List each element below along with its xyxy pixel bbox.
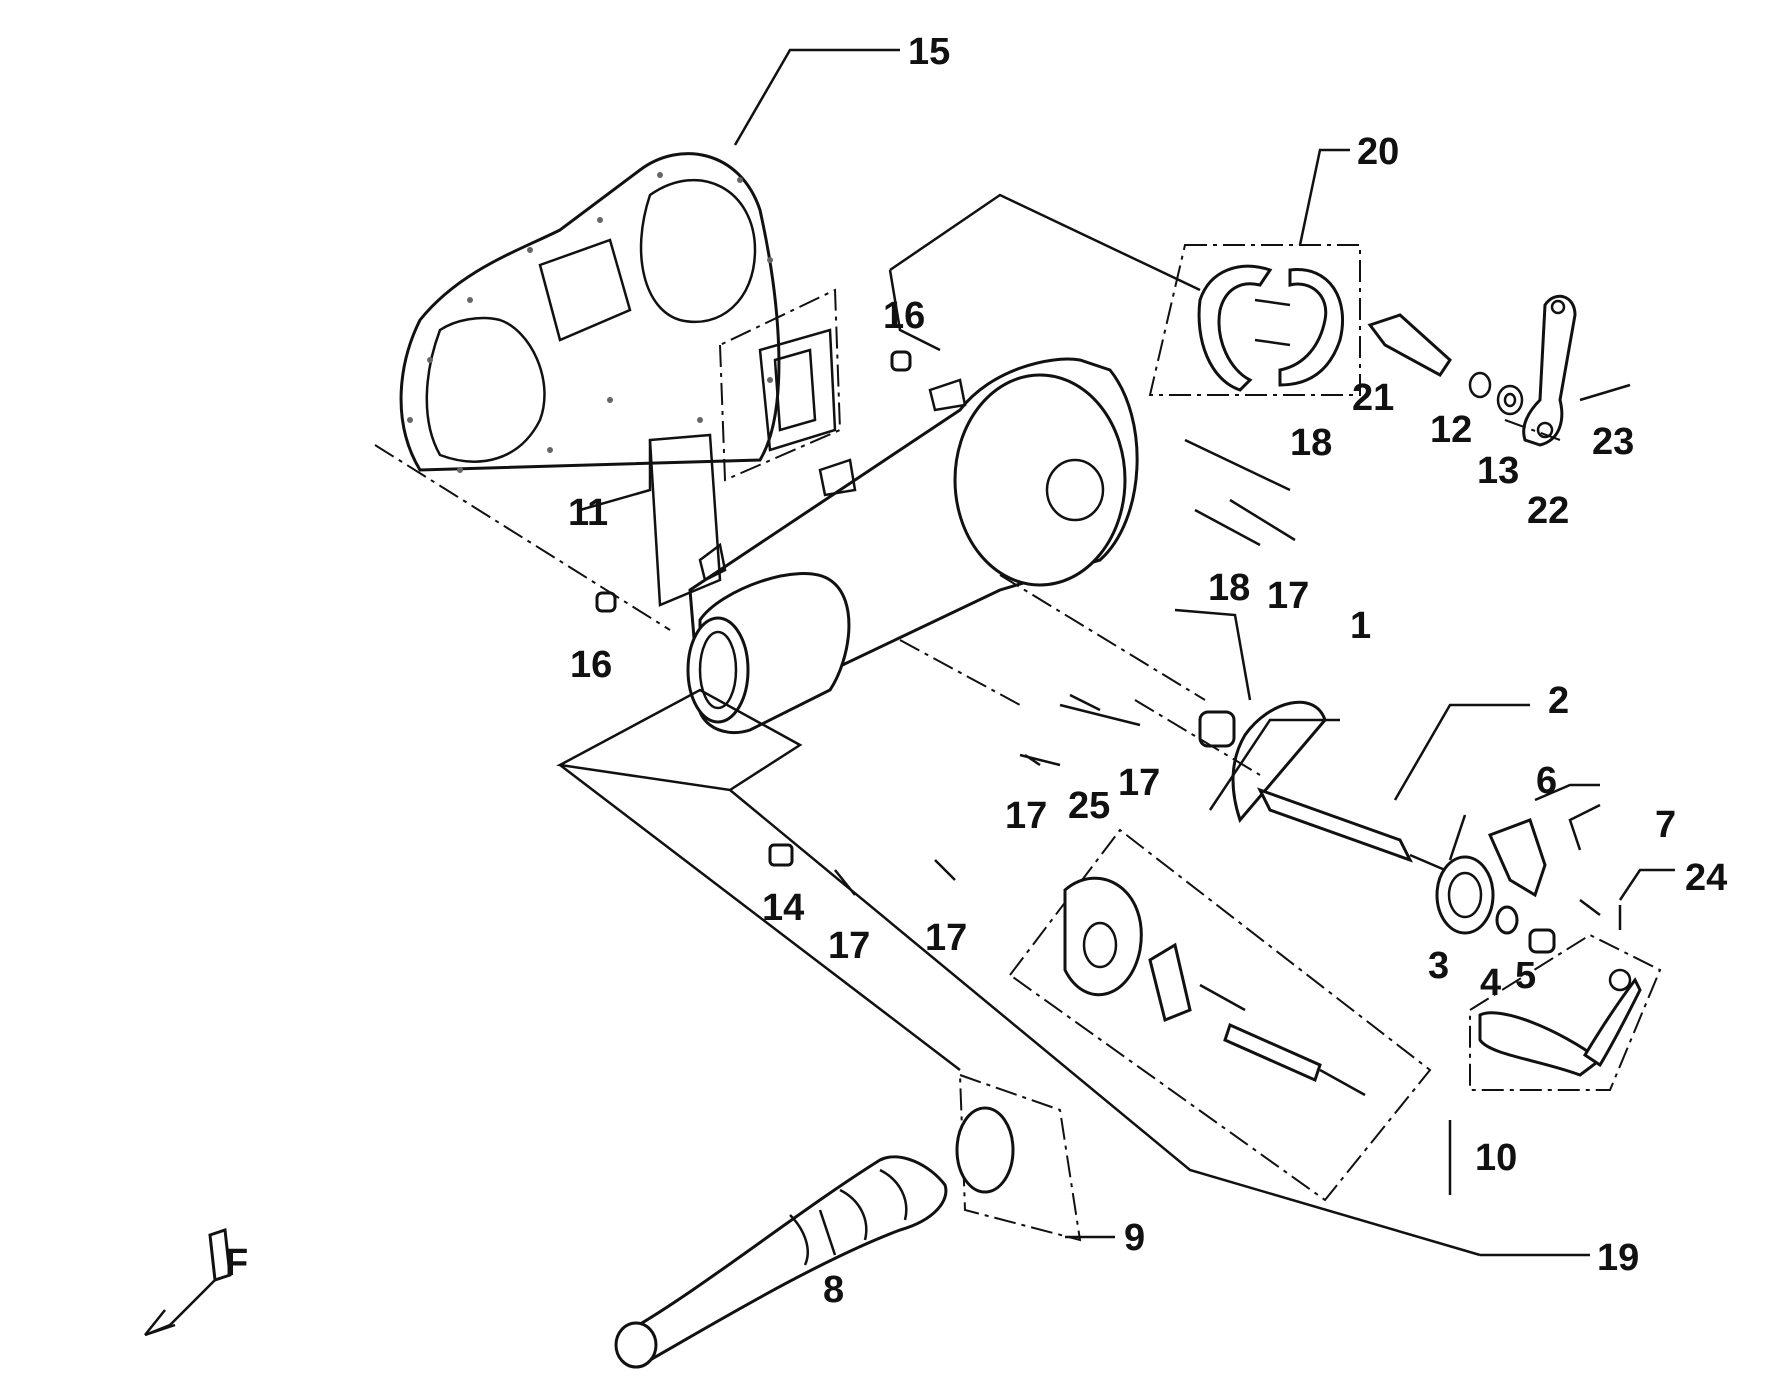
callout-2: 2: [1548, 680, 1569, 722]
return-spring-part: [1435, 814, 1556, 954]
callout-15: 15: [908, 31, 950, 73]
callout-13: 13: [1477, 450, 1519, 492]
callout-17: 17: [1118, 762, 1160, 804]
callout-16: 16: [883, 295, 925, 337]
kick-lever-part: [1469, 933, 1662, 1091]
driven-gear-assembly-part: [1008, 828, 1432, 1202]
cover-bolts: [1019, 438, 1296, 767]
front-marker-letter: F: [225, 1242, 248, 1284]
callout-9: 9: [1124, 1217, 1145, 1259]
callout-20: 20: [1357, 131, 1399, 173]
alignment-lines: [374, 193, 1561, 1257]
stopper-plate-part: [1487, 818, 1622, 930]
callout-1: 1: [1350, 605, 1371, 647]
callout-14: 14: [762, 887, 804, 929]
callout-18: 18: [1290, 422, 1332, 464]
pedal-boot-part: [614, 1073, 1082, 1369]
callout-3: 3: [1428, 945, 1449, 987]
callout-19: 19: [1597, 1237, 1639, 1279]
leader-lines: [733, 48, 1675, 1257]
callout-18: 18: [1208, 567, 1250, 609]
callout-22: 22: [1527, 490, 1569, 532]
callout-12: 12: [1430, 409, 1472, 451]
callout-25: 25: [1068, 785, 1110, 827]
inner-plate-part: [579, 288, 842, 607]
callout-4: 4: [1480, 962, 1501, 1004]
cam-shaft-part: [1367, 313, 1524, 416]
callout-11: 11: [568, 492, 608, 534]
callout-10: 10: [1475, 1137, 1517, 1179]
front-arrow-icon: F: [144, 1227, 248, 1337]
callout-6: 6: [1536, 760, 1557, 802]
small-fasteners: [595, 350, 1041, 896]
callout-23: 23: [1592, 421, 1634, 463]
brake-arm-part: [1522, 294, 1631, 447]
callout-17: 17: [1005, 795, 1047, 837]
kick-gear-part: [1198, 700, 1446, 872]
callouts: 15 20 16 21 12 13 23 22 18 18 17 11 16 1…: [568, 31, 1727, 1311]
callout-16: 16: [570, 644, 612, 686]
callout-7: 7: [1655, 804, 1676, 846]
gasket-part: [399, 152, 781, 473]
gasket-dots: [407, 172, 773, 473]
callout-17: 17: [1267, 575, 1309, 617]
brake-shoe-part: [1148, 244, 1361, 396]
callout-17: 17: [925, 917, 967, 959]
callout-21: 21: [1352, 377, 1394, 419]
callout-24: 24: [1685, 857, 1727, 899]
callout-5: 5: [1515, 955, 1536, 997]
callout-17: 17: [828, 925, 870, 967]
callout-8: 8: [823, 1269, 844, 1311]
